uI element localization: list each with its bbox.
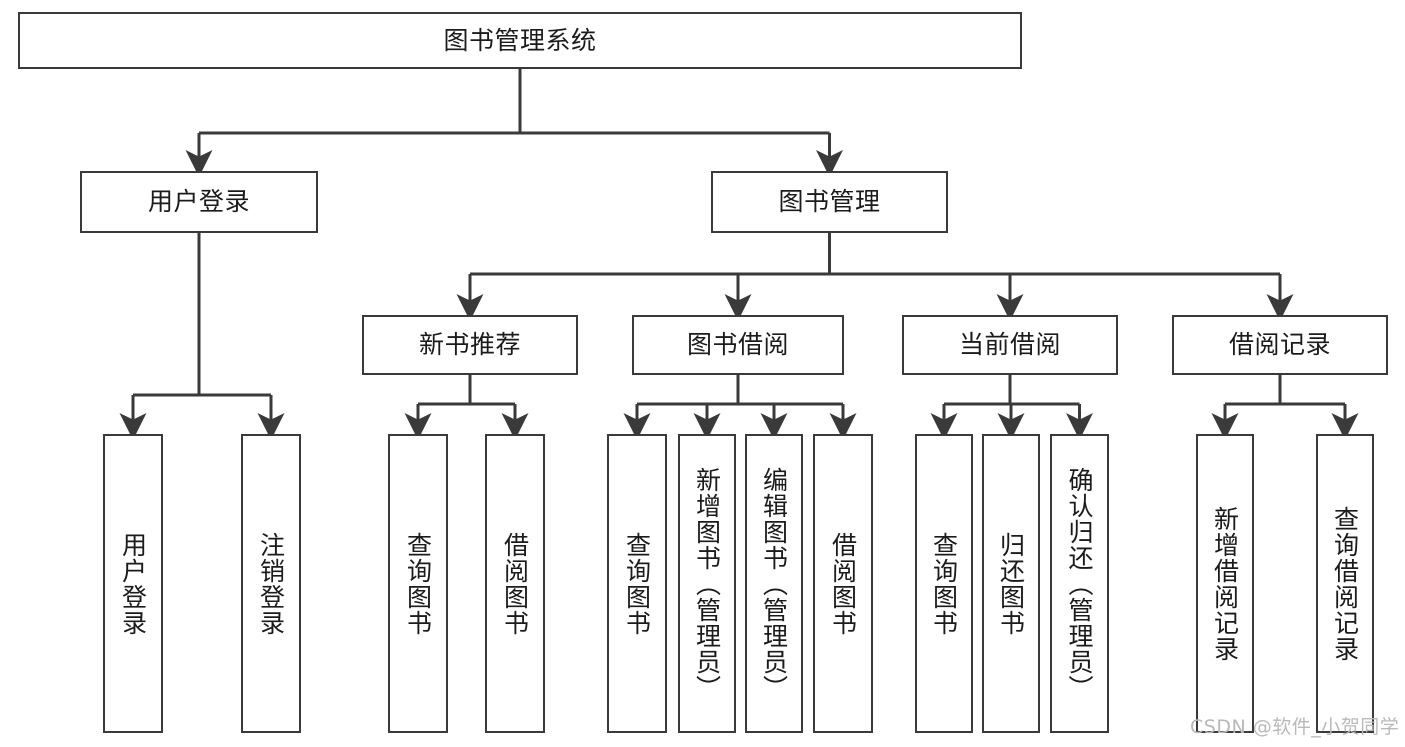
node-label: 图书管理系统 (443, 25, 597, 55)
node-book-borrow[interactable]: 图书借阅 (632, 315, 844, 375)
node-label: 当前借阅 (958, 330, 1061, 359)
node-label: 借阅图书 (500, 531, 530, 636)
node-new-book-rec[interactable]: 新书推荐 (362, 315, 578, 375)
node-label: 归还图书 (996, 531, 1026, 636)
node-label: 查询借阅记录 (1330, 505, 1360, 662)
node-book-manage[interactable]: 图书管理 (711, 171, 948, 233)
csdn-watermark: CSDN @软件_小贺同学 (1190, 716, 1400, 738)
leaf-leaf-query-book-3[interactable]: 查询图书 (915, 434, 973, 733)
node-label: 查询图书 (403, 531, 433, 636)
leaf-leaf-borrow-book-1[interactable]: 借阅图书 (485, 434, 545, 733)
leaf-leaf-return-book[interactable]: 归还图书 (982, 434, 1040, 733)
leaf-leaf-confirm-return[interactable]: 确认归还（管理员） (1050, 434, 1109, 733)
node-borrow-record[interactable]: 借阅记录 (1172, 315, 1388, 375)
node-label: 用户登录 (147, 187, 250, 216)
node-label: 新增图书（管理员） (692, 466, 722, 701)
node-label: 借阅图书 (828, 531, 858, 636)
leaf-leaf-logout[interactable]: 注销登录 (241, 434, 301, 733)
node-label: 查询图书 (622, 531, 652, 636)
leaf-leaf-borrow-book-2[interactable]: 借阅图书 (813, 434, 873, 733)
node-label: 借阅记录 (1228, 330, 1331, 359)
node-label: 图书借阅 (686, 330, 789, 359)
leaf-leaf-query-book-2[interactable]: 查询图书 (607, 434, 667, 733)
node-root[interactable]: 图书管理系统 (18, 12, 1022, 69)
node-label: 新书推荐 (418, 330, 521, 359)
node-label: 注销登录 (256, 531, 286, 636)
node-label: 编辑图书（管理员） (759, 466, 789, 701)
leaf-leaf-query-book-1[interactable]: 查询图书 (388, 434, 448, 733)
node-label: 图书管理 (778, 187, 881, 216)
leaf-leaf-user-login[interactable]: 用户登录 (103, 434, 163, 733)
node-label: 确认归还（管理员） (1065, 466, 1094, 701)
node-label: 查询图书 (929, 531, 959, 636)
leaf-leaf-add-record[interactable]: 新增借阅记录 (1196, 434, 1254, 733)
leaf-leaf-edit-book-admin[interactable]: 编辑图书（管理员） (745, 434, 803, 733)
node-label: 用户登录 (118, 531, 148, 636)
node-user-login[interactable]: 用户登录 (80, 171, 318, 233)
leaf-leaf-add-book-admin[interactable]: 新增图书（管理员） (678, 434, 736, 733)
node-label: 新增借阅记录 (1210, 505, 1240, 662)
leaf-leaf-query-record[interactable]: 查询借阅记录 (1316, 434, 1374, 733)
node-current-borrow[interactable]: 当前借阅 (902, 315, 1118, 375)
